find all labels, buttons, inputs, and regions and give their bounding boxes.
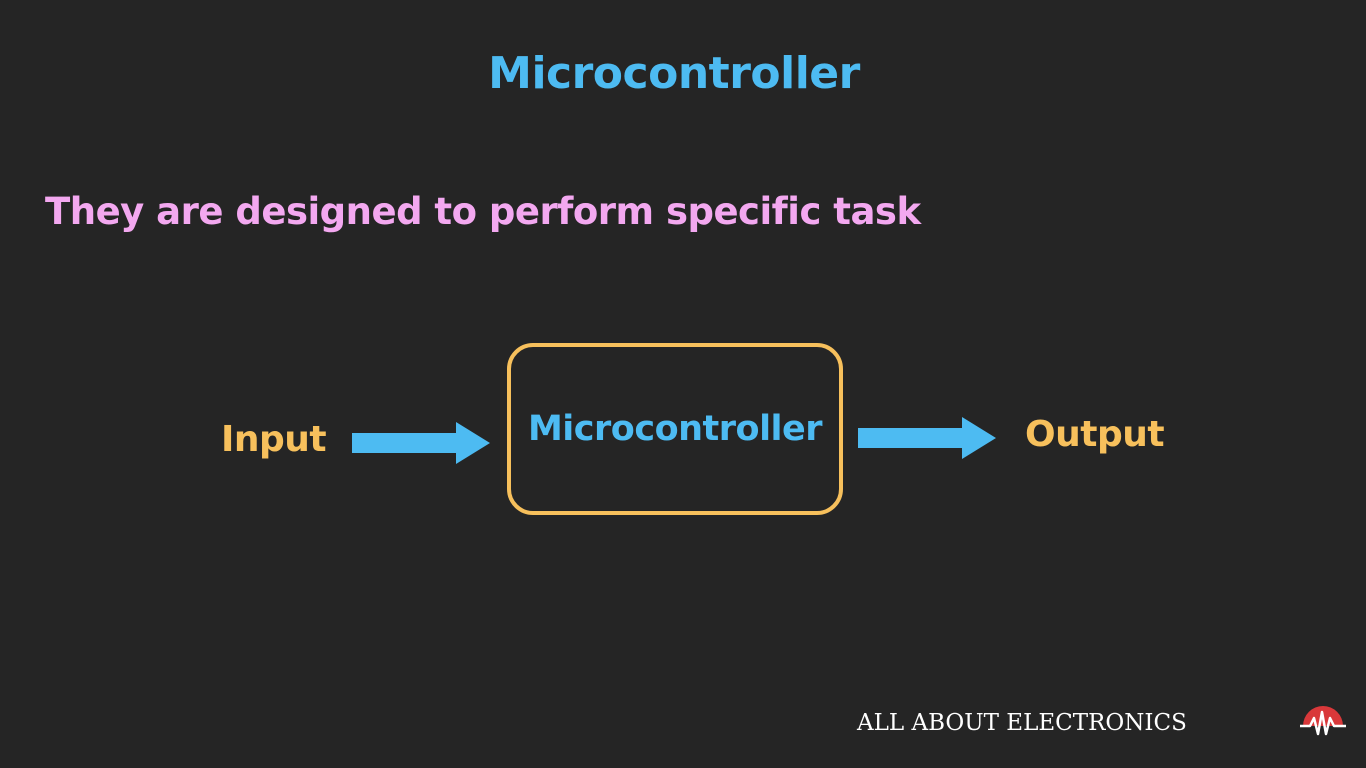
input-label: Input — [221, 419, 327, 460]
output-label: Output — [1025, 414, 1165, 455]
microcontroller-block-label: Microcontroller — [527, 409, 823, 449]
microcontroller-block: Microcontroller — [507, 343, 843, 515]
output-arrow-icon — [858, 417, 996, 459]
input-arrow-icon — [352, 422, 490, 464]
slide-subtitle: They are designed to perform specific ta… — [45, 190, 921, 233]
slide-title: Microcontroller — [488, 48, 860, 99]
waveform-logo-icon — [1300, 706, 1346, 736]
brand-watermark: ALL ABOUT ELECTRONICS — [857, 710, 1187, 736]
